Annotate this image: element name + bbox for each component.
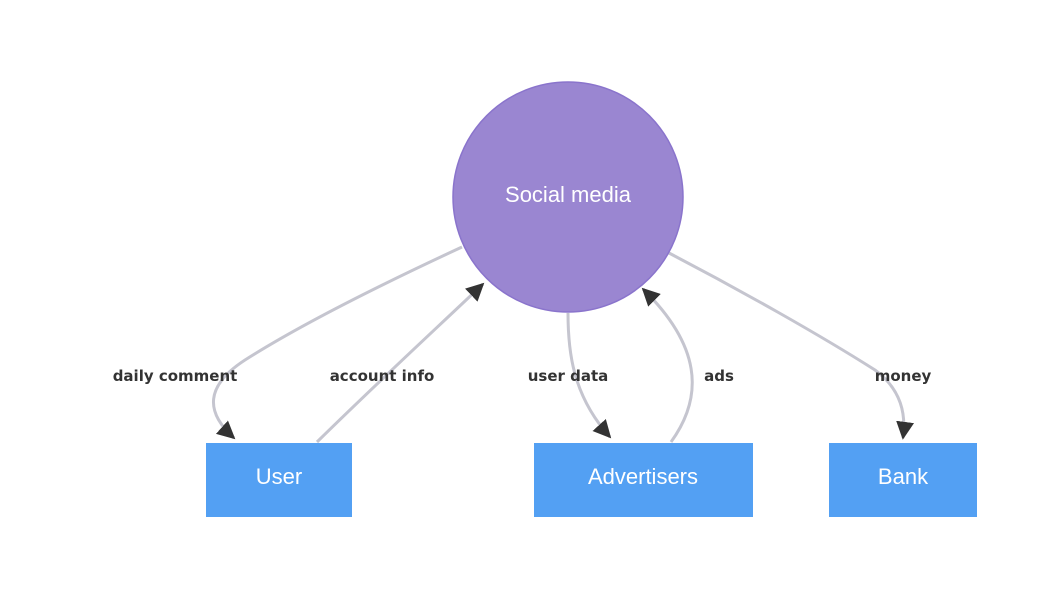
edge-user-data (566, 312, 612, 439)
edge-label-user-data: user data (528, 367, 609, 385)
edge-label-money: money (875, 367, 932, 385)
social-media-label: Social media (505, 182, 632, 207)
edge-daily-comment (211, 245, 463, 440)
advertisers-box (534, 443, 753, 517)
user-label: User (256, 464, 302, 489)
node-social-media: Social media (452, 81, 684, 313)
node-user: User (206, 443, 352, 517)
edge-ads (641, 287, 694, 443)
node-advertisers: Advertisers (534, 443, 753, 517)
edge-money (668, 251, 915, 440)
edge-label-ads: ads (704, 367, 734, 385)
advertisers-label: Advertisers (588, 464, 698, 489)
edge-account-info (315, 282, 485, 444)
edge-label-daily-comment: daily comment (113, 367, 238, 385)
node-bank: Bank (829, 443, 977, 517)
bank-box (829, 443, 977, 517)
social-media-circle (452, 81, 684, 313)
user-box (206, 443, 352, 517)
edge-label-account-info: account info (330, 367, 435, 385)
bank-label: Bank (878, 464, 929, 489)
